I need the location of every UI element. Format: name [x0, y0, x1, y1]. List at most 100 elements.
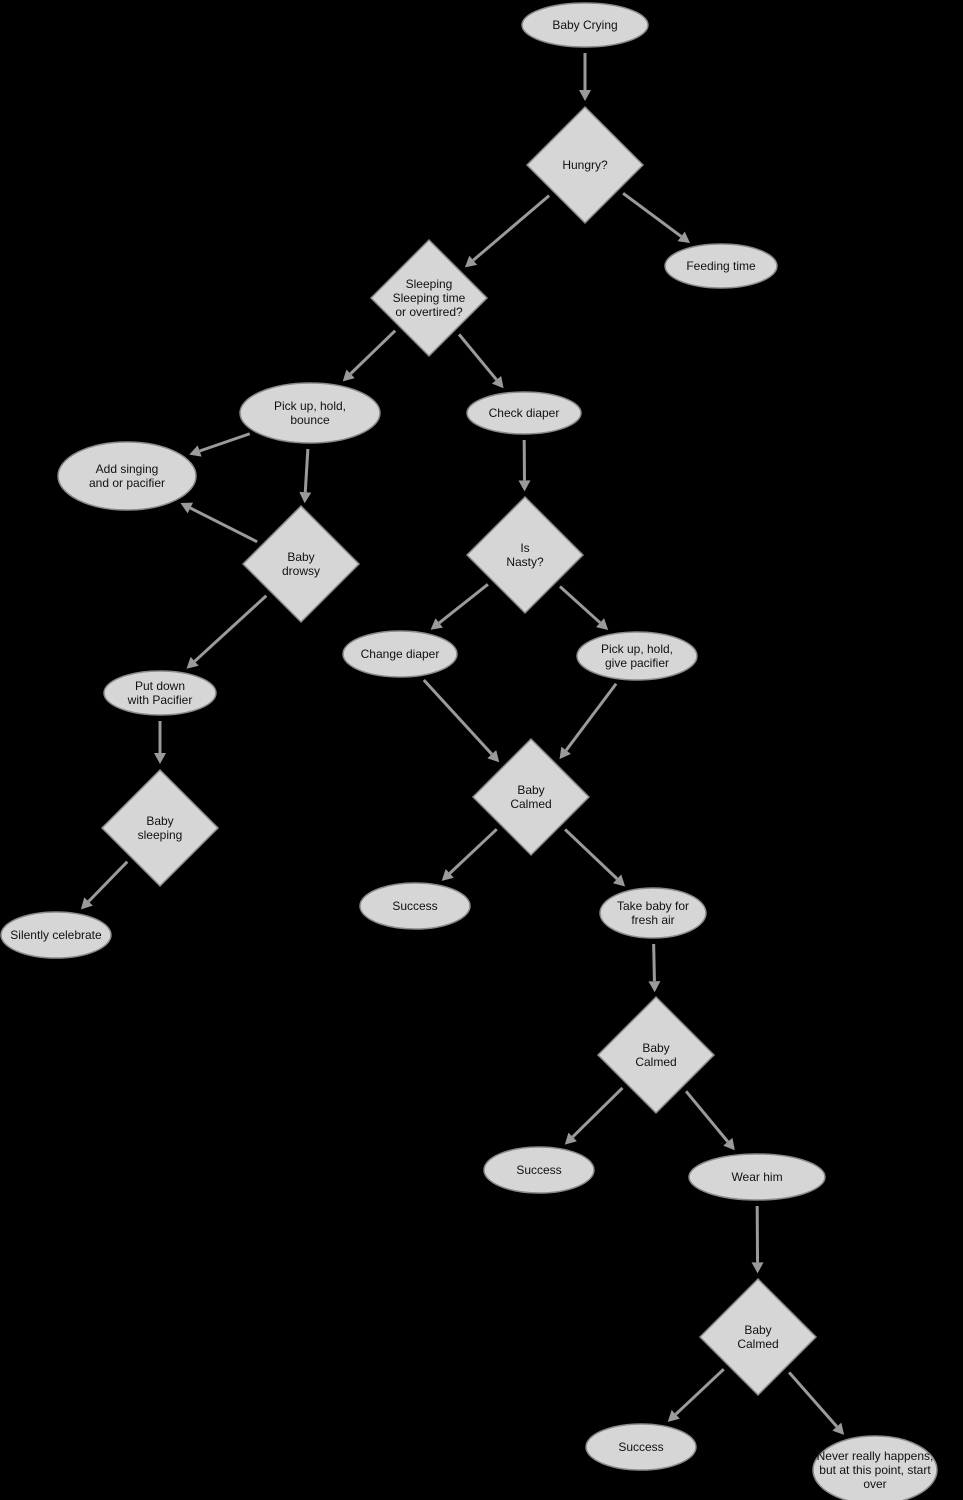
- edge-pick-up-bounce-to-add-singing: [189, 432, 251, 457]
- arrow-head-icon: [189, 445, 202, 457]
- edge-line: [564, 828, 619, 880]
- node-feeding-time: Feeding time: [664, 243, 778, 289]
- node-wear-him: Wear him: [688, 1153, 826, 1201]
- node-label-line: Success: [618, 1440, 663, 1454]
- step-ellipse: [103, 670, 217, 716]
- edge-pick-up-pacifier-to-baby-calmed-1: [559, 682, 618, 760]
- arrow-head-icon: [299, 491, 312, 504]
- step-ellipse: [521, 2, 649, 48]
- edge-line: [193, 594, 268, 663]
- node-success-3: Success: [585, 1423, 697, 1471]
- decision-diamond: [471, 737, 591, 857]
- arrow-head-icon: [441, 868, 454, 881]
- edge-baby-drowsy-to-add-singing: [180, 502, 258, 544]
- edge-baby-sleeping-to-silently-celebrate: [80, 860, 129, 910]
- node-label-line: Silently celebrate: [10, 928, 102, 942]
- decision-diamond: [525, 105, 645, 225]
- edge-line: [652, 943, 656, 982]
- edge-wear-him-to-baby-calmed-3: [751, 1205, 764, 1274]
- node-label-line: Pick up, hold,: [274, 399, 346, 413]
- arrow-head-icon: [832, 1422, 845, 1435]
- decision-diamond: [241, 504, 361, 624]
- node-label-line: over: [863, 1477, 886, 1491]
- node-label-line: Sleeping: [406, 277, 453, 291]
- edge-line: [564, 682, 618, 752]
- node-label-line: and or pacifier: [89, 476, 165, 490]
- edge-baby-calmed-3-to-success-3: [667, 1368, 725, 1422]
- node-label-line: Sleeping time: [393, 291, 466, 305]
- edge-line: [199, 432, 251, 453]
- node-label-line: Take baby for: [617, 899, 689, 913]
- step-ellipse: [576, 631, 698, 681]
- node-pick-up-bounce: Pick up, hold,bounce: [239, 382, 381, 444]
- edge-is-nasty-to-pick-up-pacifier: [558, 585, 609, 631]
- node-label-line: but at this point, start: [819, 1463, 931, 1477]
- arrow-head-icon: [464, 255, 478, 268]
- edge-sleeping-to-pick-up-bounce: [342, 329, 397, 382]
- step-ellipse: [585, 1423, 697, 1471]
- decision-diamond: [465, 495, 585, 615]
- edge-baby-calmed-1-to-fresh-air: [564, 828, 626, 887]
- node-label-line: Hungry?: [562, 158, 608, 172]
- edge-baby-crying-to-hungry: [579, 53, 591, 101]
- node-label-line: Baby: [146, 814, 173, 828]
- node-label-line: Never really happens,: [817, 1449, 934, 1463]
- decision-diamond: [698, 1277, 818, 1397]
- step-ellipse: [239, 382, 381, 444]
- edge-change-diaper-to-baby-calmed-1: [422, 678, 500, 763]
- step-ellipse: [664, 243, 778, 289]
- node-label-line: Baby: [744, 1323, 771, 1337]
- edge-line: [787, 1371, 838, 1428]
- decision-diamond: [369, 238, 489, 358]
- decision-diamond: [100, 768, 220, 888]
- node-label-line: drowsy: [282, 564, 320, 578]
- node-never-happens: Never really happens,but at this point, …: [812, 1435, 938, 1500]
- node-label-line: Calmed: [635, 1055, 676, 1069]
- edge-line: [571, 1086, 624, 1138]
- node-baby-crying: Baby Crying: [521, 2, 649, 48]
- edge-hungry-to-feeding-time: [622, 192, 690, 243]
- edge-line: [349, 329, 397, 375]
- node-label-line: bounce: [290, 413, 330, 427]
- step-ellipse: [0, 911, 112, 959]
- node-check-diaper: Check diaper: [466, 391, 582, 435]
- arrow-head-icon: [612, 874, 626, 887]
- node-label-line: Calmed: [737, 1337, 778, 1351]
- node-label-line: Baby Crying: [552, 18, 617, 32]
- edge-line: [87, 860, 129, 903]
- arrow-head-icon: [491, 375, 504, 389]
- step-ellipse: [57, 441, 197, 511]
- edge-baby-calmed-1-to-success-1: [441, 828, 498, 881]
- node-label-line: Wear him: [731, 1170, 782, 1184]
- edge-baby-calmed-2-to-success-2: [564, 1086, 624, 1145]
- node-label-line: fresh air: [631, 913, 674, 927]
- step-ellipse: [359, 882, 471, 930]
- edge-line: [448, 828, 498, 875]
- arrow-head-icon: [80, 897, 93, 910]
- node-label-line: sleeping: [138, 828, 183, 842]
- node-label-line: Baby: [517, 783, 544, 797]
- edge-sleeping-to-check-diaper: [457, 333, 504, 389]
- arrow-head-icon: [723, 1137, 735, 1151]
- edge-line: [684, 1090, 729, 1143]
- edge-line: [457, 333, 498, 381]
- step-ellipse: [688, 1153, 826, 1201]
- arrow-head-icon: [518, 480, 531, 492]
- node-label-line: Is: [520, 541, 529, 555]
- edge-line: [438, 583, 489, 625]
- node-label-line: Check diaper: [489, 406, 560, 420]
- edge-line: [422, 678, 493, 756]
- step-ellipse: [599, 887, 707, 939]
- edge-line: [674, 1368, 725, 1416]
- node-label-line: Put down: [135, 679, 185, 693]
- step-ellipse: [342, 630, 458, 678]
- arrow-head-icon: [180, 502, 194, 514]
- arrow-head-icon: [579, 90, 591, 101]
